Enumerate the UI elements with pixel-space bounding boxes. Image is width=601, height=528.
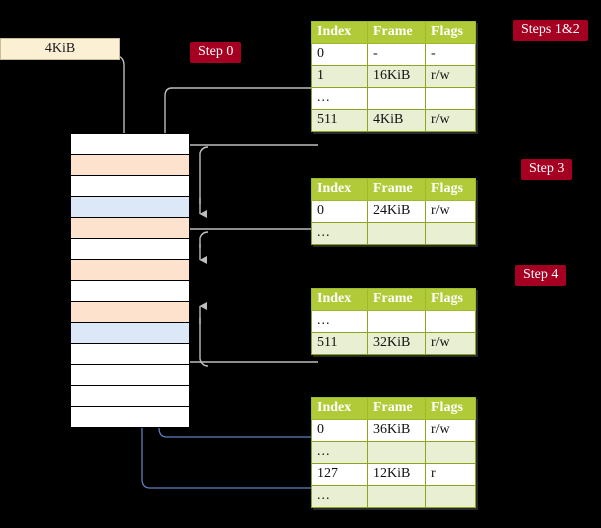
column-header-index: Index bbox=[311, 21, 368, 44]
memory-row bbox=[71, 344, 189, 365]
cell-index: ... bbox=[311, 222, 368, 245]
cell-flags: - bbox=[425, 43, 476, 66]
column-header-index: Index bbox=[311, 178, 368, 201]
table-row: 0 - - bbox=[311, 43, 476, 66]
cell-index: ... bbox=[311, 87, 368, 110]
wire-mem-row5-to-row7 bbox=[199, 231, 209, 264]
cell-flags bbox=[425, 222, 476, 245]
table-row: ... bbox=[311, 485, 476, 508]
cell-flags bbox=[425, 485, 476, 508]
column-header-index: Index bbox=[311, 288, 368, 311]
cell-flags: r/w bbox=[425, 200, 476, 223]
table-row: 127 12KiB r bbox=[311, 463, 476, 486]
cell-flags: r/w bbox=[425, 419, 476, 442]
cell-frame: 36KiB bbox=[367, 419, 426, 442]
memory-row bbox=[71, 407, 189, 428]
virtual-address-label: 4KiB bbox=[44, 41, 76, 56]
cell-index: ... bbox=[311, 485, 368, 508]
cell-index: 0 bbox=[311, 43, 368, 66]
cell-flags bbox=[425, 87, 476, 110]
cell-index: 0 bbox=[311, 200, 368, 223]
badge-steps-1-2-label: Steps 1&2 bbox=[521, 22, 580, 37]
memory-row bbox=[71, 239, 189, 260]
memory-row bbox=[71, 197, 189, 218]
cell-frame: 32KiB bbox=[367, 332, 426, 355]
memory-row bbox=[71, 155, 189, 176]
column-header-flags: Flags bbox=[425, 397, 476, 420]
cell-frame: 4KiB bbox=[367, 109, 426, 132]
cell-flags: r/w bbox=[425, 65, 476, 88]
cell-frame bbox=[367, 87, 426, 110]
cell-index: 1 bbox=[311, 65, 368, 88]
cell-flags: r bbox=[425, 463, 476, 486]
cell-index: 0 bbox=[311, 419, 368, 442]
badge-step-3: Step 3 bbox=[521, 159, 573, 180]
badge-step-3-label: Step 3 bbox=[529, 161, 565, 176]
page-table-level-0: Index Frame Flags 0 - - 1 16KiB r/w ... bbox=[311, 21, 476, 132]
memory-row bbox=[71, 176, 189, 197]
memory-row bbox=[71, 365, 189, 386]
table-header-row: Index Frame Flags bbox=[311, 21, 476, 44]
memory-row bbox=[71, 281, 189, 302]
wire-mem-up-to-row9 bbox=[199, 302, 209, 367]
column-header-frame: Frame bbox=[367, 397, 426, 420]
table-row: 511 32KiB r/w bbox=[311, 332, 476, 355]
cell-index: ... bbox=[311, 310, 368, 333]
badge-step-0-label: Step 0 bbox=[198, 44, 234, 59]
column-header-flags: Flags bbox=[425, 288, 476, 311]
cell-index: ... bbox=[311, 441, 368, 464]
cell-index: 511 bbox=[311, 109, 368, 132]
column-header-frame: Frame bbox=[367, 21, 426, 44]
page-table-level-1: Index Frame Flags 0 24KiB r/w ... bbox=[311, 178, 476, 245]
memory-row bbox=[71, 302, 189, 323]
badge-step-0: Step 0 bbox=[190, 42, 242, 63]
table-row: ... bbox=[311, 441, 476, 464]
cell-frame bbox=[367, 485, 426, 508]
table-row: ... bbox=[311, 310, 476, 333]
column-header-frame: Frame bbox=[367, 288, 426, 311]
column-header-index: Index bbox=[311, 397, 368, 420]
table-header-row: Index Frame Flags bbox=[311, 178, 476, 201]
badge-step-4-label: Step 4 bbox=[523, 267, 559, 282]
cell-frame bbox=[367, 441, 426, 464]
table-row: 1 16KiB r/w bbox=[311, 65, 476, 88]
cell-flags bbox=[425, 441, 476, 464]
table-row: 0 24KiB r/w bbox=[311, 200, 476, 223]
column-header-flags: Flags bbox=[425, 21, 476, 44]
cell-frame bbox=[367, 310, 426, 333]
wire-mem-row2-to-row5 bbox=[199, 146, 209, 218]
cell-frame: - bbox=[367, 43, 426, 66]
badge-step-4: Step 4 bbox=[515, 265, 567, 286]
cell-flags bbox=[425, 310, 476, 333]
cell-index: 127 bbox=[311, 463, 368, 486]
page-table-level-2: Index Frame Flags ... 511 32KiB r/w bbox=[311, 288, 476, 355]
table-row: 0 36KiB r/w bbox=[311, 419, 476, 442]
page-table-level-3: Index Frame Flags 0 36KiB r/w ... 127 12… bbox=[311, 397, 476, 508]
cell-frame: 12KiB bbox=[367, 463, 426, 486]
table-header-row: Index Frame Flags bbox=[311, 288, 476, 311]
table-row: ... bbox=[311, 87, 476, 110]
cell-index: 511 bbox=[311, 332, 368, 355]
memory-row bbox=[71, 260, 189, 281]
cell-frame: 24KiB bbox=[367, 200, 426, 223]
memory-row bbox=[71, 386, 189, 407]
table-header-row: Index Frame Flags bbox=[311, 397, 476, 420]
physical-memory-column bbox=[70, 133, 190, 428]
cell-frame bbox=[367, 222, 426, 245]
memory-row bbox=[71, 134, 189, 155]
virtual-address-box: 4KiB bbox=[0, 38, 120, 60]
cell-flags: r/w bbox=[425, 332, 476, 355]
badge-steps-1-2: Steps 1&2 bbox=[513, 20, 588, 41]
memory-row bbox=[71, 218, 189, 239]
memory-row bbox=[71, 323, 189, 344]
table-row: 511 4KiB r/w bbox=[311, 109, 476, 132]
column-header-frame: Frame bbox=[367, 178, 426, 201]
column-header-flags: Flags bbox=[425, 178, 476, 201]
table-row: ... bbox=[311, 222, 476, 245]
cell-flags: r/w bbox=[425, 109, 476, 132]
cell-frame: 16KiB bbox=[367, 65, 426, 88]
